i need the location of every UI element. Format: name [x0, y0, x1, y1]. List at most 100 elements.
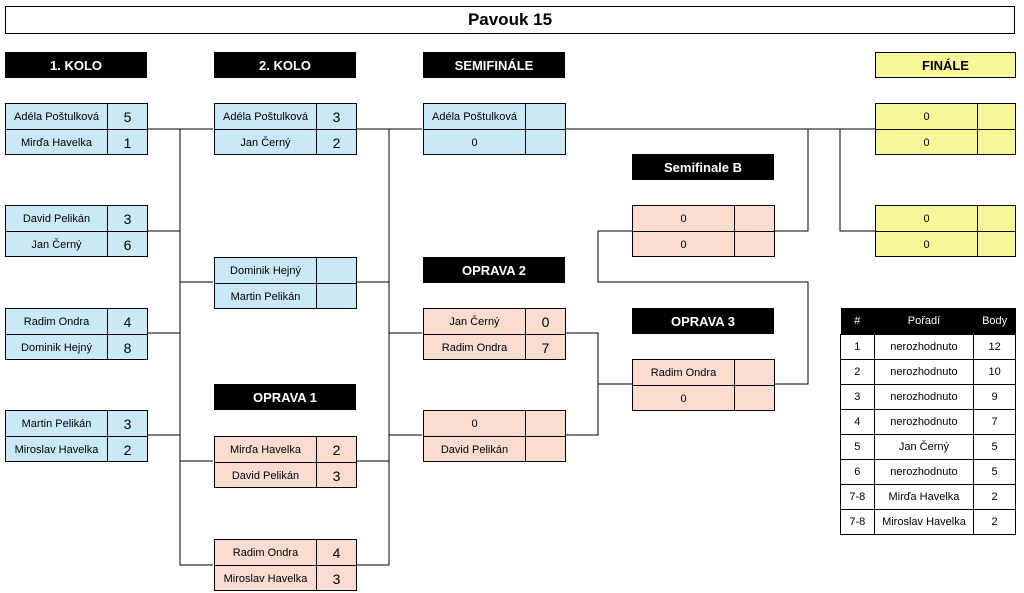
player-name[interactable]: 0	[876, 232, 978, 257]
points-cell[interactable]: 5	[973, 459, 1016, 485]
score-cell[interactable]	[978, 104, 1015, 129]
header-round2: 2. KOLO	[214, 52, 356, 78]
score-cell[interactable]	[735, 386, 774, 411]
player-name[interactable]: 0	[633, 206, 735, 231]
match-oprava2-2: 0 David Pelikán	[423, 410, 566, 462]
score-cell[interactable]	[526, 104, 565, 129]
match-oprava1-1: Mirďa Havelka 2 David Pelikán 3	[214, 436, 357, 488]
player-cell[interactable]: Jan Černý	[873, 434, 975, 460]
player-name[interactable]: Dominik Hejný	[6, 335, 108, 360]
score-cell[interactable]: 1	[123, 134, 132, 151]
player-name[interactable]: 0	[633, 232, 735, 257]
player-name[interactable]: Martin Pelikán	[215, 284, 317, 309]
player-name[interactable]: Adéla Poštulková	[424, 104, 526, 129]
header-final: FINÁLE	[875, 52, 1016, 78]
points-cell[interactable]: 7	[973, 409, 1016, 435]
score-cell[interactable]	[978, 206, 1015, 231]
header-oprava-3: OPRAVA 3	[632, 308, 774, 334]
match-semifinal: Adéla Poštulková 0	[423, 103, 566, 155]
score-cell[interactable]	[735, 232, 774, 257]
player-name[interactable]: Jan Černý	[215, 130, 317, 155]
player-name[interactable]: Miroslav Havelka	[215, 566, 317, 591]
player-name[interactable]: Dominik Hejný	[215, 258, 317, 283]
table-row: 1 nerozhodnuto 12	[840, 334, 1016, 360]
player-name[interactable]: 0	[876, 206, 978, 231]
rank-cell[interactable]: 6	[840, 459, 875, 485]
player-name[interactable]: David Pelikán	[215, 463, 317, 488]
player-cell[interactable]: nerozhodnuto	[873, 409, 975, 435]
score-cell[interactable]	[978, 232, 1015, 257]
player-cell[interactable]: nerozhodnuto	[873, 359, 975, 385]
score-cell[interactable]	[735, 360, 774, 385]
player-name[interactable]: Mirďa Havelka	[6, 130, 108, 155]
points-cell[interactable]: 10	[973, 359, 1016, 385]
rank-cell[interactable]: 7-8	[840, 509, 875, 535]
player-cell[interactable]: nerozhodnuto	[873, 459, 975, 485]
score-cell[interactable]: 3	[332, 108, 341, 125]
score-cell[interactable]: 2	[332, 441, 341, 458]
player-name[interactable]: 0	[424, 411, 526, 436]
score-cell[interactable]: 0	[541, 313, 550, 330]
points-cell[interactable]: 2	[973, 509, 1016, 535]
points-cell[interactable]: 9	[973, 384, 1016, 410]
player-name[interactable]: 0	[633, 386, 735, 411]
points-cell[interactable]: 2	[973, 484, 1016, 510]
score-cell[interactable]	[526, 437, 565, 462]
score-cell[interactable]: 4	[332, 544, 341, 561]
player-cell[interactable]: Mirďa Havelka	[873, 484, 975, 510]
match-oprava3: Radim Ondra 0	[632, 359, 775, 411]
score-cell[interactable]: 7	[541, 339, 550, 356]
score-cell[interactable]	[526, 130, 565, 155]
score-cell[interactable]	[317, 258, 356, 283]
score-cell[interactable]	[526, 411, 565, 436]
player-name[interactable]: Radim Ondra	[6, 309, 108, 334]
score-cell[interactable]: 3	[123, 210, 132, 227]
player-name[interactable]: Jan Černý	[6, 232, 108, 257]
match-round2-1: Adéla Poštulková 3 Jan Černý 2	[214, 103, 357, 155]
player-name[interactable]: Mirďa Havelka	[215, 437, 317, 462]
player-cell[interactable]: Miroslav Havelka	[873, 509, 975, 535]
rank-cell[interactable]: 5	[840, 434, 875, 460]
score-cell[interactable]: 2	[332, 134, 341, 151]
score-cell[interactable]: 3	[123, 415, 132, 432]
score-cell[interactable]	[317, 284, 356, 309]
score-cell[interactable]: 2	[123, 441, 132, 458]
rank-cell[interactable]: 2	[840, 359, 875, 385]
table-row: 4 nerozhodnuto 7	[840, 409, 1016, 435]
player-name[interactable]: 0	[876, 104, 978, 129]
player-name[interactable]: Radim Ondra	[633, 360, 735, 385]
score-cell[interactable]: 6	[123, 236, 132, 253]
score-cell[interactable]: 5	[123, 108, 132, 125]
player-name[interactable]: Adéla Poštulková	[6, 104, 108, 129]
player-cell[interactable]: nerozhodnuto	[873, 384, 975, 410]
score-cell[interactable]: 4	[123, 313, 132, 330]
points-cell[interactable]: 5	[973, 434, 1016, 460]
player-name[interactable]: Radim Ondra	[215, 540, 317, 565]
player-name[interactable]: Adéla Poštulková	[215, 104, 317, 129]
player-name[interactable]: David Pelikán	[6, 206, 108, 231]
table-row: 3 nerozhodnuto 9	[840, 384, 1016, 410]
header-oprava-2: OPRAVA 2	[423, 257, 565, 283]
player-name[interactable]: Martin Pelikán	[6, 411, 108, 436]
rank-cell[interactable]: 3	[840, 384, 875, 410]
score-cell[interactable]	[735, 206, 774, 231]
rank-cell[interactable]: 1	[840, 334, 875, 360]
player-name[interactable]: 0	[876, 130, 978, 155]
player-name[interactable]: Radim Ondra	[424, 335, 526, 360]
player-name[interactable]: Jan Černý	[424, 309, 526, 334]
rank-cell[interactable]: 4	[840, 409, 875, 435]
player-name[interactable]: David Pelikán	[424, 437, 526, 462]
player-cell[interactable]: nerozhodnuto	[873, 334, 975, 360]
score-cell[interactable]	[978, 130, 1015, 155]
match-oprava1-2: Radim Ondra 4 Miroslav Havelka 3	[214, 539, 357, 591]
match-round1-1: Adéla Poštulková 5 Mirďa Havelka 1	[5, 103, 148, 155]
score-cell[interactable]: 3	[332, 570, 341, 587]
player-name[interactable]: 0	[424, 130, 526, 155]
player-name[interactable]: Miroslav Havelka	[6, 437, 108, 462]
rank-cell[interactable]: 7-8	[840, 484, 875, 510]
score-cell[interactable]: 3	[332, 467, 341, 484]
match-round1-2: David Pelikán 3 Jan Černý 6	[5, 205, 148, 257]
score-cell[interactable]: 8	[123, 339, 132, 356]
points-cell[interactable]: 12	[973, 334, 1016, 360]
